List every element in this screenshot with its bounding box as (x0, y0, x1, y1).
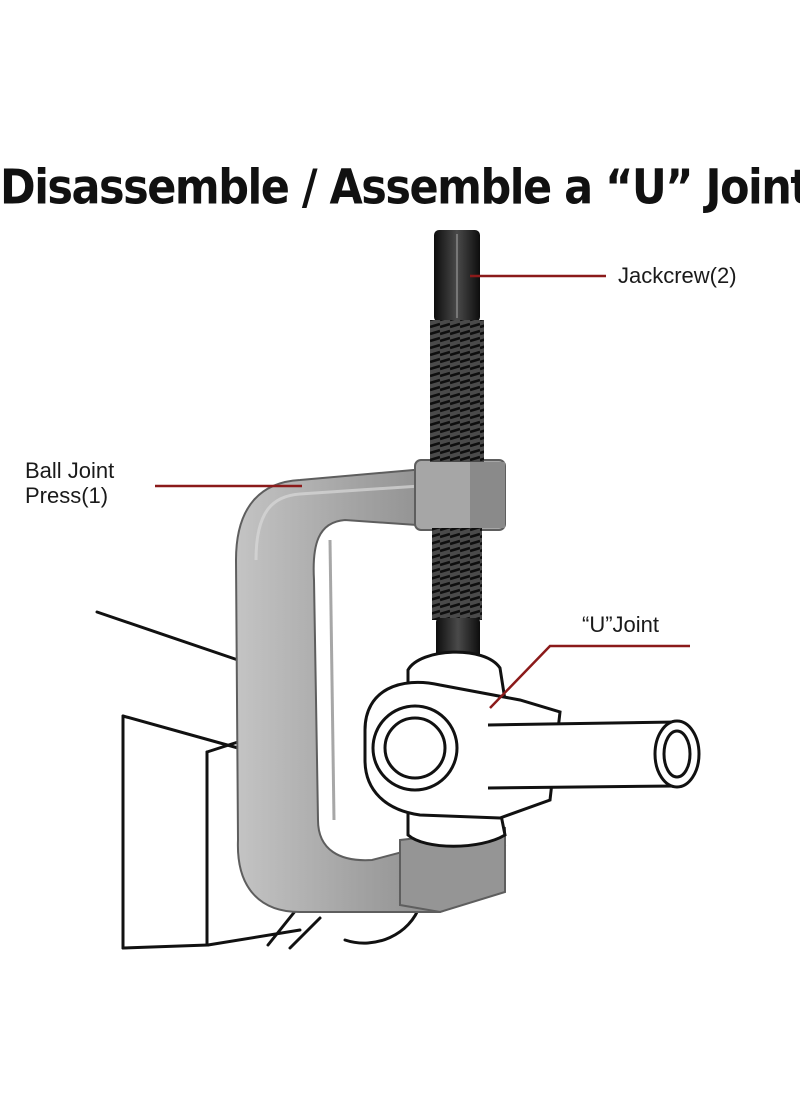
leader-lines (155, 274, 690, 709)
u-joint-drawing (363, 650, 701, 848)
jackscrew-label: Jackcrew(2) (618, 263, 737, 288)
ball-joint-press-label: Ball Joint Press(1) (25, 458, 114, 508)
press-frame (234, 459, 507, 914)
u-joint-label: “U”Joint (582, 612, 660, 637)
vise-outline (95, 610, 422, 950)
jack-screw (430, 230, 484, 674)
page-title: Disassemble / Assemble a “U” Joint (0, 160, 800, 216)
leader-line-ujoint (489, 644, 690, 709)
press-label-line2: Press(1) (25, 483, 109, 508)
press-label-line1: Ball Joint (25, 458, 115, 483)
